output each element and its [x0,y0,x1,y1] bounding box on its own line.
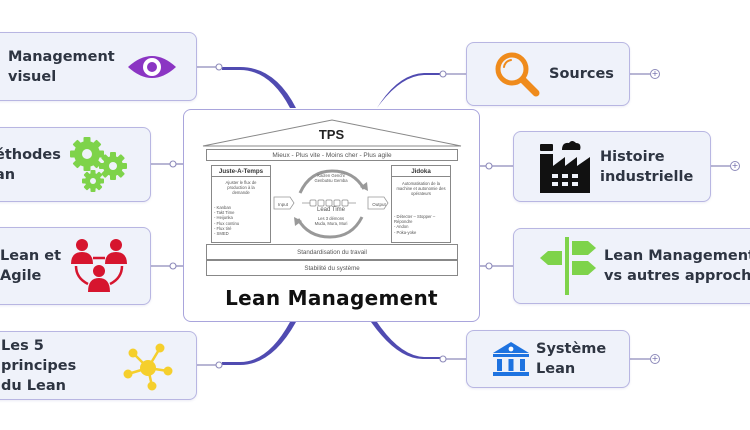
tps-left-pillar-items: - Kanban - Takt Time - Heijunka - Flux c… [214,205,268,236]
central-topic-title: Lean Management [225,286,438,310]
tps-foundation-stabilite: Stabilité du système [206,260,458,276]
tps-left-pillar-desc: Ajuster le flux de production à la deman… [225,180,257,196]
tps-left-pillar-title: Juste-A-Temps [211,165,271,177]
connector-sources [371,70,466,108]
signpost-icon [538,237,598,295]
tps-left-pillar [211,165,271,243]
node-label: Système Lean [536,341,607,377]
expand-histoire-button[interactable]: + [730,161,740,171]
gears-icon [69,136,131,194]
node-histoire-industrielle[interactable]: Histoire industrielle [513,131,711,202]
tps-item: - Flux continu [214,220,240,226]
tps-banner: Mieux - Plus vite - Moins cher - Plus ag… [206,149,458,161]
connector-management-visuel [196,63,296,108]
node-lean-agile[interactable]: Lean et Agile [0,227,151,305]
tps-item: - SMED [214,231,229,237]
tps-item: - Poka-yoke [394,229,417,235]
node-label: Sources [549,66,614,82]
node-label: Histoire industrielle [600,148,694,185]
connector-5-principes [196,322,296,369]
expand-systeme-button[interactable]: + [650,354,660,364]
tps-item: - Andon [394,224,409,230]
bank-icon [492,341,530,377]
team-icon [68,236,130,296]
connector-vs-approches [480,262,513,270]
tps-item: - Flux tiré [214,225,232,231]
tps-cycle-bottom: Les 3 démons Muda, Mura, Muri [314,216,348,227]
node-label: Lean Management vs autres approches [604,248,750,284]
node-5-principes[interactable]: Les 5 principes du Lean [0,331,197,400]
factory-icon [538,140,594,194]
eye-icon [126,51,178,83]
tps-item: - Heijunka [214,215,233,221]
tps-foundation-standardisation: Standardisation du travail [206,244,458,260]
tps-item: - Détecter – Stopper – Répondre [394,214,436,225]
tps-right-pillar-items: - Détecter – Stopper – Répondre - Andon … [394,214,448,235]
node-label: Lean et Agile [0,248,61,284]
tps-title: TPS [318,127,345,142]
tps-input: Input [277,202,288,207]
tps-right-pillar-title: Jidoka [391,165,451,177]
tps-item: - Kanban [214,205,231,210]
node-label: Management visuel [8,48,115,85]
central-topic-lean-management[interactable]: TPS Mieux - Plus vite - Moins cher - Plu… [183,109,480,322]
tps-output: Output [372,202,386,207]
node-lean-vs-approches[interactable]: Lean Management vs autres approches [513,228,750,304]
node-management-visuel[interactable]: Management visuel [0,32,197,101]
network-icon [123,341,175,391]
node-label: Les 5 principes du Lean [1,337,77,394]
connector-systeme [371,322,466,363]
tps-cycle-top: Kaizen Genchi Genbutsu Gemba [314,173,348,184]
node-sources[interactable]: Sources [466,42,630,106]
node-systeme-lean[interactable]: Système Lean [466,330,630,388]
tps-right-pillar-desc: Automatisation de la machine et autonomi… [396,181,446,197]
tps-roof [202,119,462,147]
connector-lean-agile [150,262,184,270]
expand-sources-button[interactable]: + [650,69,660,79]
tps-right-pillar [391,165,451,243]
node-label: éthodes an [0,146,61,183]
magnifier-icon [493,50,541,98]
tps-lead-time: Lead Time [316,207,346,213]
tps-item: - Takt Time [214,210,235,216]
tps-cycle-diagram [273,169,389,239]
connector-methodes [150,160,184,168]
connector-histoire [480,162,513,170]
node-methodes-lean[interactable]: éthodes an [0,127,151,202]
